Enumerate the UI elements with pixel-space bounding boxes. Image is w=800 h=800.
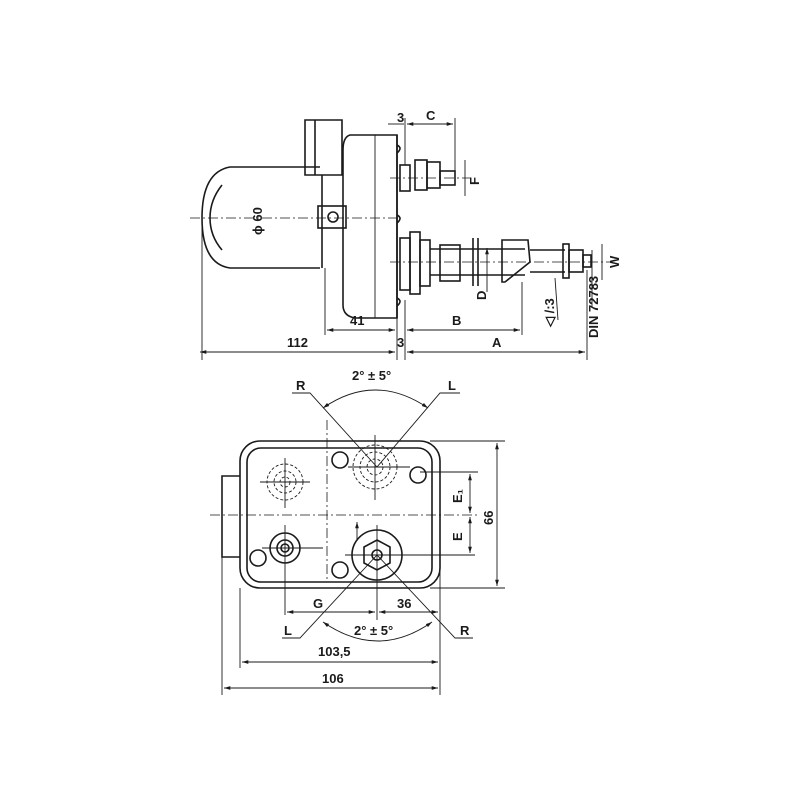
- dim-D-label: D: [474, 291, 489, 300]
- output-shaft: [390, 231, 610, 295]
- dim-3-top-label: 3: [397, 110, 404, 125]
- L-bottom-label: L: [284, 623, 292, 638]
- dim-66-label: 66: [481, 511, 496, 525]
- lower-left-stud: [262, 525, 323, 615]
- dim-W-label: W: [607, 255, 622, 268]
- upper-stud: [390, 159, 470, 192]
- dim-F-label: F: [467, 177, 482, 185]
- dim-A-label: A: [492, 335, 502, 350]
- dim-106-label: 106: [322, 671, 344, 686]
- dim-103-5-label: 103,5: [318, 644, 351, 659]
- taper-label: ◁ /:3: [542, 298, 557, 328]
- angle-top-label: 2° ± 5°: [352, 368, 391, 383]
- screws: [249, 451, 427, 579]
- dim-E1-label: E₁: [450, 489, 465, 503]
- upper-right-boss: [348, 435, 410, 500]
- R-bottom-label: R: [460, 623, 470, 638]
- dim-3-bottom-label: 3: [397, 335, 404, 350]
- din-standard-label: DIN 72783: [586, 276, 601, 338]
- angle-bottom-label: 2° ± 5°: [354, 623, 393, 638]
- output-shaft-front: [345, 525, 475, 620]
- dim-112-label: 112: [287, 335, 308, 350]
- upper-left-boss: [260, 458, 310, 508]
- dim-41-label: 41: [350, 313, 364, 328]
- R-top-label: R: [296, 378, 306, 393]
- dim-G-label: G: [313, 596, 323, 611]
- diameter-label: ϕ 60: [250, 207, 265, 235]
- front-view: 2° ± 5° R L 2° ± 5° L R 66 E₁ E G 36 103…: [210, 368, 505, 695]
- dim-B-label: B: [452, 313, 461, 328]
- side-view: 112 41 3 3 A B C D F W ϕ 60 ◁ /:3 DIN 72…: [190, 108, 622, 360]
- dim-C-label: C: [426, 108, 436, 123]
- dim-36-label: 36: [397, 596, 411, 611]
- dim-E-label: E: [450, 532, 465, 541]
- L-top-label: L: [448, 378, 456, 393]
- gearbox-housing: [342, 134, 401, 319]
- motor-body: [201, 119, 347, 269]
